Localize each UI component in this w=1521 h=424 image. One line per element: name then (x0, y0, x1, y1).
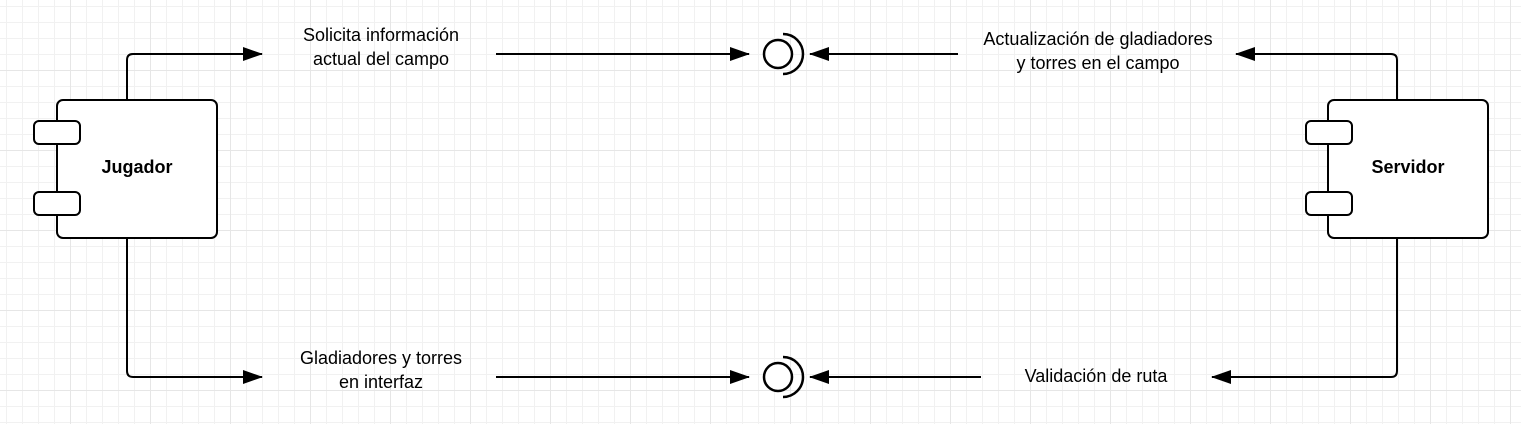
connector-jugador-bottom (126, 238, 263, 384)
label-bottom-right-line1: Validación de ruta (1024, 366, 1168, 386)
label-top-right-line2: y torres en el campo (1016, 53, 1180, 73)
connector-servidor-bottom (1211, 238, 1398, 384)
interface-top-ball-socket (762, 32, 805, 76)
jugador-port-top (33, 120, 81, 145)
connector-servidor-top (1235, 47, 1398, 100)
jugador-port-bottom (33, 191, 81, 216)
label-bottom-left-line1: Gladiadores y torres (299, 348, 463, 368)
label-top-left-line1: Solicita información (302, 25, 460, 45)
label-bottom-left-line2: en interfaz (338, 372, 424, 392)
servidor-port-top (1305, 120, 1353, 145)
jugador-name: Jugador (101, 157, 173, 177)
connector-jugador-top (126, 47, 263, 100)
label-bottom-left: Gladiadores y torres en interfaz (266, 346, 496, 394)
servidor-name: Servidor (1371, 157, 1445, 177)
label-bottom-right: Validación de ruta (981, 364, 1211, 388)
label-top-right-line1: Actualización de gladiadores (983, 29, 1213, 49)
label-top-left: Solicita información actual del campo (266, 23, 496, 71)
servidor-port-bottom (1305, 191, 1353, 216)
interface-bottom-ball-socket (762, 355, 805, 399)
label-top-right: Actualización de gladiadores y torres en… (958, 27, 1238, 75)
jugador-component[interactable] (33, 99, 218, 239)
servidor-component[interactable] (1305, 99, 1489, 239)
label-top-left-line2: actual del campo (312, 49, 450, 69)
